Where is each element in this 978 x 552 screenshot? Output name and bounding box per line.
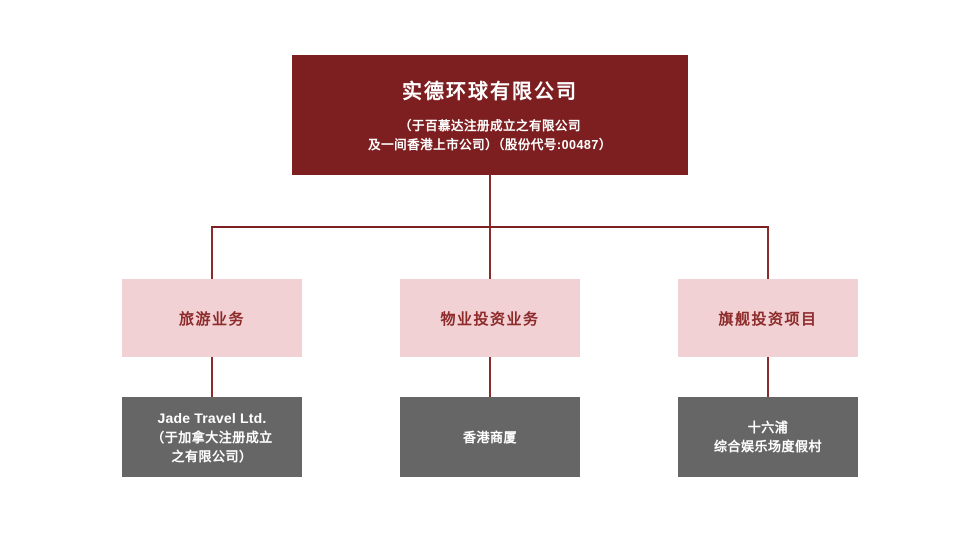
branch-box-travel-business: 旅游业务: [122, 279, 302, 357]
connector-link-flagship-child: [767, 357, 769, 397]
subsidiary-box-ponte-16: 十六浦 综合娱乐场度假村: [678, 397, 858, 477]
root-company-subtitle: （于百慕达注册成立之有限公司 及一间香港上市公司）（股份代号:00487）: [368, 117, 612, 155]
root-subtitle-line-2: 及一间香港上市公司）（股份代号:00487）: [368, 138, 612, 152]
subsidiary-name: 十六浦: [747, 420, 789, 435]
branch-box-flagship-investment: 旗舰投资项目: [678, 279, 858, 357]
root-subtitle-line-1: （于百慕达注册成立之有限公司: [398, 119, 581, 134]
subsidiary-name: 香港商厦: [462, 429, 517, 445]
connector-trunk-line: [489, 175, 491, 227]
branch-label: 物业投资业务: [440, 310, 540, 328]
connector-link-travel-child: [211, 357, 213, 397]
connector-drop-travel: [211, 227, 213, 279]
subsidiary-box-hk-commercial-building: 香港商厦: [400, 397, 580, 477]
subsidiary-name: Jade Travel Ltd.: [157, 409, 267, 426]
root-company-box: 实德环球有限公司 （于百慕达注册成立之有限公司 及一间香港上市公司）（股份代号:…: [292, 55, 688, 175]
subsidiary-box-jade-travel: Jade Travel Ltd. （于加拿大注册成立 之有限公司）: [122, 397, 302, 477]
branch-label: 旅游业务: [178, 310, 245, 328]
connector-link-property-child: [489, 357, 491, 397]
subsidiary-detail-line: 综合娱乐场度假村: [713, 439, 822, 454]
subsidiary-detail-line: （于加拿大注册成立: [151, 429, 273, 445]
root-company-title: 实德环球有限公司: [402, 81, 578, 104]
connector-drop-property: [489, 227, 491, 279]
subsidiary-detail-line: 之有限公司）: [171, 448, 253, 464]
branch-label: 旗舰投资项目: [718, 310, 818, 328]
branch-box-property-investment: 物业投资业务: [400, 279, 580, 357]
connector-drop-flagship: [767, 227, 769, 279]
